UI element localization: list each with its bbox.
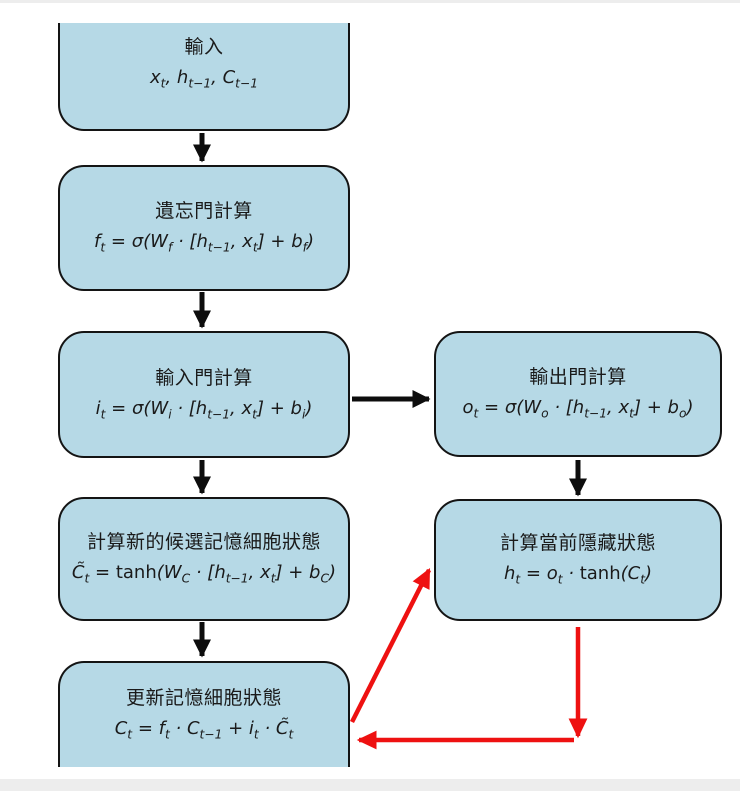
node-title: 遺忘門計算 [155,200,253,223]
node-candidate-cell: 計算新的候選記憶細胞狀態 C̃t = tanh(WC · [ht−1, xt] … [58,497,350,621]
bottom-edge-strip [0,779,740,791]
node-input: 輸入 xt, ht−1, Ct−1 [58,23,350,131]
node-output-gate: 輸出門計算 ot = σ(Wo · [ht−1, xt] + bo) [434,331,722,457]
node-formula: ot = σ(Wo · [ht−1, xt] + bo) [462,397,694,421]
node-hidden-state: 計算當前隱藏狀態 ht = ot · tanh(Ct) [434,499,722,621]
node-formula: ft = σ(Wf · [ht−1, xt] + bf) [94,231,314,255]
node-forget-gate: 遺忘門計算 ft = σ(Wf · [ht−1, xt] + bf) [58,165,350,291]
top-edge-strip [0,0,740,3]
red-arrow-update-to-hidden-state [349,567,432,724]
node-title: 輸出門計算 [529,366,627,389]
node-title: 計算當前隱藏狀態 [499,532,656,555]
node-title: 計算新的候選記憶細胞狀態 [86,531,321,554]
node-title: 輸入 [184,36,224,59]
node-update-cell: 更新記憶細胞狀態 Ct = ft · Ct−1 + it · C̃t [58,661,350,767]
node-formula: C̃t = tanh(WC · [ht−1, xt] + bC) [71,562,337,586]
node-formula: it = σ(Wi · [ht−1, xt] + bi) [95,397,313,422]
node-title: 輸入門計算 [155,366,253,389]
node-formula: Ct = ft · Ct−1 + it · C̃t [114,718,294,742]
node-title: 更新記憶細胞狀態 [125,687,282,710]
node-formula: ht = ot · tanh(Ct) [503,563,653,587]
node-input-gate: 輸入門計算 it = σ(Wi · [ht−1, xt] + bi) [58,331,350,458]
node-formula: xt, ht−1, Ct−1 [149,67,259,91]
